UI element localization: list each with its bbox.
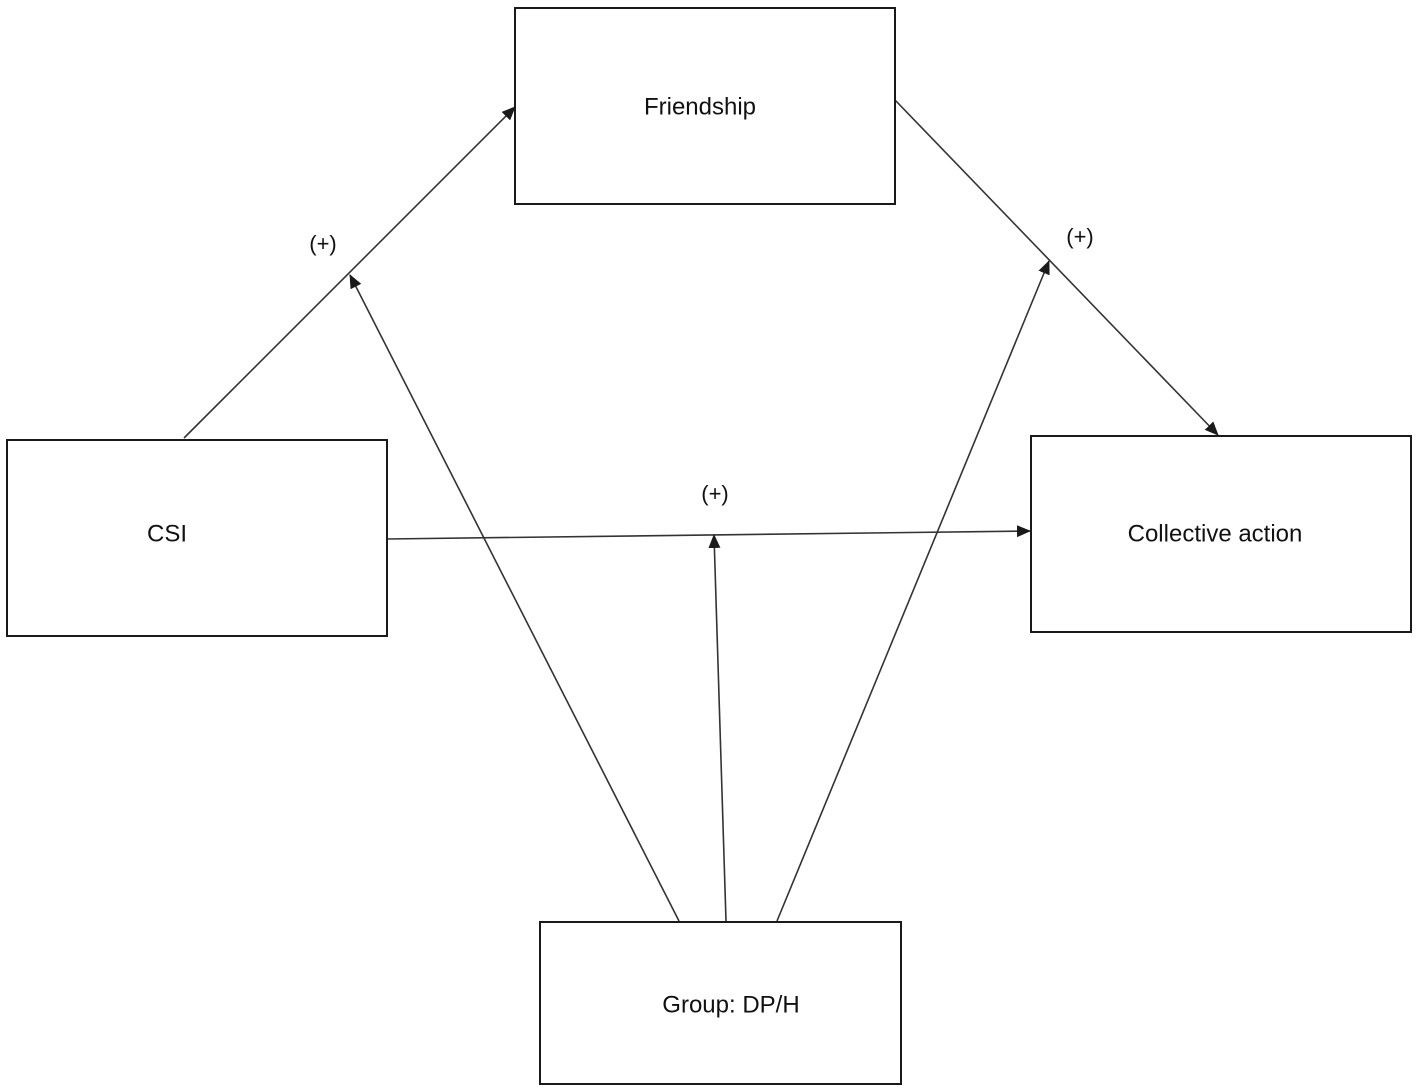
edge-label-csi-collective: (+)	[701, 481, 729, 506]
edges	[183, 99, 1219, 922]
node-friendship-box	[514, 7, 896, 205]
edge-group-to-csi-friendship-path	[349, 274, 680, 922]
edge-label-friendship-collective: (+)	[1066, 224, 1094, 249]
edge-friendship-to-collective-action	[894, 99, 1219, 436]
edge-labels: (+) (+) (+)	[309, 224, 1094, 506]
edge-group-to-friendship-collective-path	[776, 260, 1050, 922]
node-csi: CSI	[6, 439, 388, 637]
edge-label-csi-friendship: (+)	[309, 231, 337, 256]
node-collective-action-box	[1030, 435, 1412, 633]
node-collective-action: Collective action	[1030, 435, 1412, 633]
node-csi-label: CSI	[147, 520, 187, 547]
node-group-box	[539, 921, 902, 1085]
edge-group-to-csi-collective-path	[708, 534, 727, 922]
node-friendship: Friendship	[514, 7, 896, 205]
node-csi-box	[6, 439, 388, 637]
node-group-label: Group: DP/H	[662, 991, 799, 1018]
node-group: Group: DP/H	[539, 921, 902, 1085]
edge-csi-to-friendship	[183, 106, 516, 439]
node-friendship-label: Friendship	[644, 93, 756, 120]
node-collective-action-label: Collective action	[1128, 520, 1303, 547]
